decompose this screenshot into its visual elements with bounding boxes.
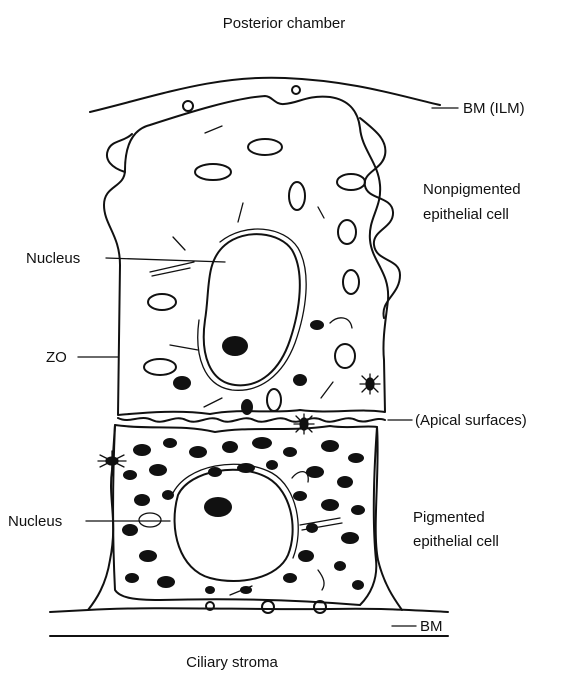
granule xyxy=(139,550,157,562)
granule xyxy=(157,576,175,588)
outer-basement-membrane xyxy=(50,608,448,612)
label-bm-ilm: BM (ILM) xyxy=(463,100,525,117)
label-nonpigmented-line2: epithelial cell xyxy=(423,206,509,223)
label-nucleus-lower: Nucleus xyxy=(8,513,62,530)
label-zo: ZO xyxy=(46,349,67,366)
mitochondrion xyxy=(335,344,355,368)
label-nucleus-upper: Nucleus xyxy=(26,250,80,267)
granule xyxy=(163,438,177,448)
mitochondrion xyxy=(338,220,356,244)
label-pigmented-line1: Pigmented xyxy=(413,509,485,526)
granule xyxy=(337,476,353,488)
mitochondrion xyxy=(148,294,176,310)
label-nonpigmented-line1: Nonpigmented xyxy=(423,181,521,198)
granule xyxy=(189,446,207,458)
desmosome xyxy=(294,414,314,434)
pigmented-right-membrane xyxy=(376,427,402,610)
granule xyxy=(125,573,139,583)
granule xyxy=(173,376,191,390)
pigmented-cell-membrane xyxy=(113,425,377,605)
granule xyxy=(341,532,359,544)
granule xyxy=(298,550,314,562)
granule xyxy=(208,467,222,477)
basal-vesicles xyxy=(206,601,326,613)
granule xyxy=(348,453,364,463)
lower-nucleus xyxy=(175,470,293,581)
granule xyxy=(123,470,137,480)
granule xyxy=(334,561,346,571)
granule xyxy=(351,505,365,515)
upper-nucleus-envelope xyxy=(198,229,306,390)
granule xyxy=(237,463,255,473)
granule xyxy=(321,440,339,452)
mitochondrion xyxy=(195,164,231,180)
mitochondrion xyxy=(289,182,305,210)
nonpigmented-cell xyxy=(104,86,400,415)
granule xyxy=(122,524,138,536)
granule xyxy=(266,460,278,470)
granule xyxy=(352,580,364,590)
membrane-vesicle xyxy=(292,86,300,94)
lower-nucleolus xyxy=(204,497,232,517)
granule xyxy=(283,447,297,457)
leader-lines xyxy=(78,108,458,626)
granule xyxy=(133,444,151,456)
inner-basement-membrane xyxy=(90,78,440,112)
nonpigmented-granules xyxy=(173,320,324,415)
junction-bursts xyxy=(98,374,380,471)
upper-nucleolus xyxy=(222,336,248,356)
mitochondrion xyxy=(139,513,161,527)
granule xyxy=(293,374,307,386)
granule xyxy=(241,399,253,415)
label-posterior-chamber: Posterior chamber xyxy=(223,15,346,32)
label-bm: BM xyxy=(420,618,443,635)
mitochondrion xyxy=(343,270,359,294)
granule xyxy=(321,499,339,511)
pigmented-cell xyxy=(88,418,402,613)
mitochondrion xyxy=(144,359,176,375)
granule xyxy=(293,491,307,501)
desmosome xyxy=(98,451,126,471)
label-ciliary-stroma: Ciliary stroma xyxy=(186,654,278,671)
pigmented-left-membrane xyxy=(88,425,115,610)
lower-nucleus-envelope xyxy=(172,464,298,558)
membrane-vesicle xyxy=(183,101,193,111)
granule xyxy=(149,464,167,476)
mitochondrion xyxy=(267,389,281,411)
granule xyxy=(252,437,272,449)
label-pigmented-line2: epithelial cell xyxy=(413,533,499,550)
apical-junction xyxy=(118,418,385,422)
granule xyxy=(283,573,297,583)
membrane-vesicle xyxy=(262,601,274,613)
granule xyxy=(205,586,215,594)
mitochondrion xyxy=(337,174,365,190)
nonpigmented-left-folds xyxy=(107,134,132,172)
granule xyxy=(134,494,150,506)
granule xyxy=(162,490,174,500)
label-apical-surfaces: (Apical surfaces) xyxy=(415,412,527,429)
leader-nucleus-upper xyxy=(106,258,225,262)
granule xyxy=(310,320,324,330)
desmosome xyxy=(360,374,380,394)
nonpigmented-mitochondria xyxy=(144,139,365,411)
nonpigmented-organelles xyxy=(150,126,352,407)
granule xyxy=(222,441,238,453)
mitochondrion xyxy=(248,139,282,155)
